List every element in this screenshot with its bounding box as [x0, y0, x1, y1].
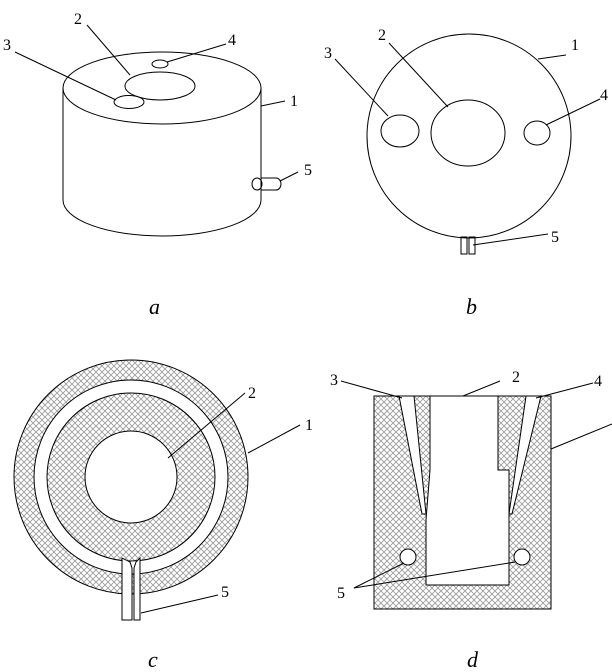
- label-a-5: 5: [304, 162, 312, 179]
- leader-4: [535, 382, 594, 399]
- label-a-2: 2: [74, 11, 82, 28]
- outer-circle: [366, 33, 572, 239]
- label-d-4: 4: [594, 373, 602, 390]
- label-b-3: 3: [324, 45, 332, 62]
- leader-3: [340, 380, 403, 399]
- leader-1: [537, 54, 567, 60]
- right-channel-4: [508, 395, 542, 515]
- leader-5-right: [353, 561, 516, 589]
- hole-3: [113, 95, 145, 109]
- leader-2: [462, 380, 501, 397]
- panel-a: 1 2 3 4 5 a: [3, 11, 312, 319]
- leader-5-left: [353, 562, 405, 589]
- left-channel-3: [398, 395, 427, 515]
- leader-3: [334, 58, 389, 117]
- pipe-5-left: [399, 548, 417, 566]
- leader-1: [260, 100, 286, 107]
- label-b-5: 5: [551, 229, 559, 246]
- hole-2: [124, 71, 196, 101]
- panel-d: 3 2 4 5 d: [330, 369, 612, 672]
- leader-1: [247, 424, 301, 454]
- main-cavity-2: [425, 395, 510, 586]
- leader-5: [140, 594, 219, 614]
- cylinder-body: [62, 88, 262, 237]
- label-c-2: 2: [248, 385, 256, 402]
- label-b-1: 1: [571, 37, 579, 54]
- hole-3: [380, 114, 420, 148]
- leader-5: [472, 233, 549, 246]
- hole-4: [523, 120, 551, 146]
- label-a-3: 3: [3, 37, 11, 54]
- hole-4: [151, 59, 169, 69]
- leader-4: [166, 43, 227, 63]
- pipe-5-right: [513, 548, 531, 566]
- channel-5: [121, 556, 141, 621]
- cylinder-top: [62, 51, 262, 125]
- leader-3: [14, 51, 117, 101]
- label-a-4: 4: [228, 32, 236, 49]
- leader-4: [545, 98, 601, 126]
- panel-b: 1 2 3 4 5 b: [324, 27, 608, 319]
- leader-2: [388, 42, 449, 108]
- leader-2: [167, 392, 246, 459]
- pipe-5: [251, 177, 282, 191]
- leader-2: [86, 24, 131, 76]
- leader-1: [550, 423, 612, 450]
- label-d-2: 2: [512, 369, 520, 386]
- caption-a: a: [149, 294, 160, 319]
- caption-d: d: [467, 647, 479, 672]
- label-d-3: 3: [330, 372, 338, 389]
- panel-c: 1 2 5 c: [13, 359, 313, 672]
- pipe-5: [460, 236, 476, 255]
- label-c-5: 5: [221, 584, 229, 601]
- label-b-4: 4: [600, 87, 608, 104]
- hole-2: [430, 99, 506, 167]
- caption-b: b: [466, 294, 477, 319]
- label-b-2: 2: [378, 27, 386, 44]
- label-c-1: 1: [305, 417, 313, 434]
- center-hole: [84, 430, 178, 524]
- leader-5: [279, 171, 299, 182]
- label-d-5: 5: [337, 585, 345, 602]
- caption-c: c: [148, 647, 158, 672]
- label-a-1: 1: [290, 93, 298, 110]
